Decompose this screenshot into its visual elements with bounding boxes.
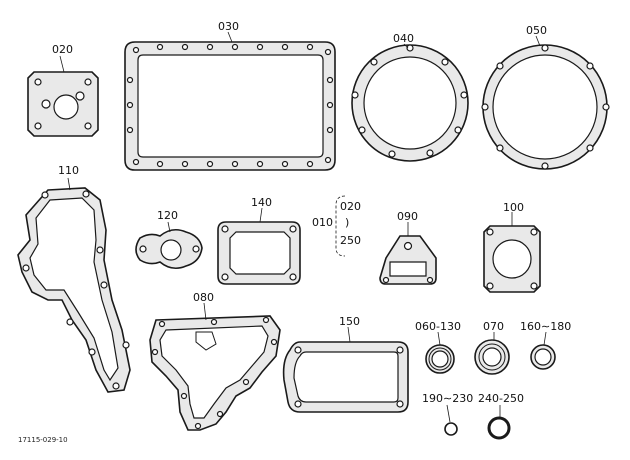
o-ring-160-180 [530, 344, 556, 370]
label-070: 070 [483, 320, 504, 333]
label-160-180: 160∼180 [520, 320, 571, 333]
gasket-150 [282, 341, 409, 413]
gasket-100 [483, 225, 541, 293]
label-090: 090 [397, 210, 418, 223]
label-020-group: 020 [340, 200, 361, 213]
label-010: 010 [312, 216, 333, 229]
gasket-080 [149, 315, 281, 431]
label-140: 140 [251, 196, 272, 209]
gasket-110 [17, 187, 131, 393]
seal-070 [474, 339, 510, 375]
label-240-250: 240-250 [478, 392, 524, 405]
label-060-130: 060-130 [415, 320, 461, 333]
gasket-020 [27, 71, 99, 137]
o-ring-190-230 [444, 422, 458, 436]
figure-code: 17115-029-10 [18, 436, 68, 444]
label-100: 100 [503, 201, 524, 214]
label-250-group: 250 [340, 234, 361, 247]
gasket-120 [135, 228, 203, 270]
label-020: 020 [52, 43, 73, 56]
seal-060-130 [425, 344, 455, 374]
gasket-040 [351, 44, 469, 162]
o-ring-240-250 [487, 416, 511, 440]
label-120: 120 [157, 209, 178, 222]
gasket-030 [124, 41, 336, 171]
label-040: 040 [393, 32, 414, 45]
label-150: 150 [339, 315, 360, 328]
kit-group-010: 010 020 ) 250 [312, 195, 361, 257]
gasket-140 [217, 221, 301, 285]
gasket-090 [379, 235, 437, 285]
label-190-230: 190∼230 [422, 392, 473, 405]
label-080: 080 [193, 291, 214, 304]
svg-text:): ) [345, 216, 349, 229]
label-030: 030 [218, 20, 239, 33]
label-110: 110 [58, 164, 79, 177]
label-050: 050 [526, 24, 547, 37]
gasket-050 [481, 44, 610, 170]
